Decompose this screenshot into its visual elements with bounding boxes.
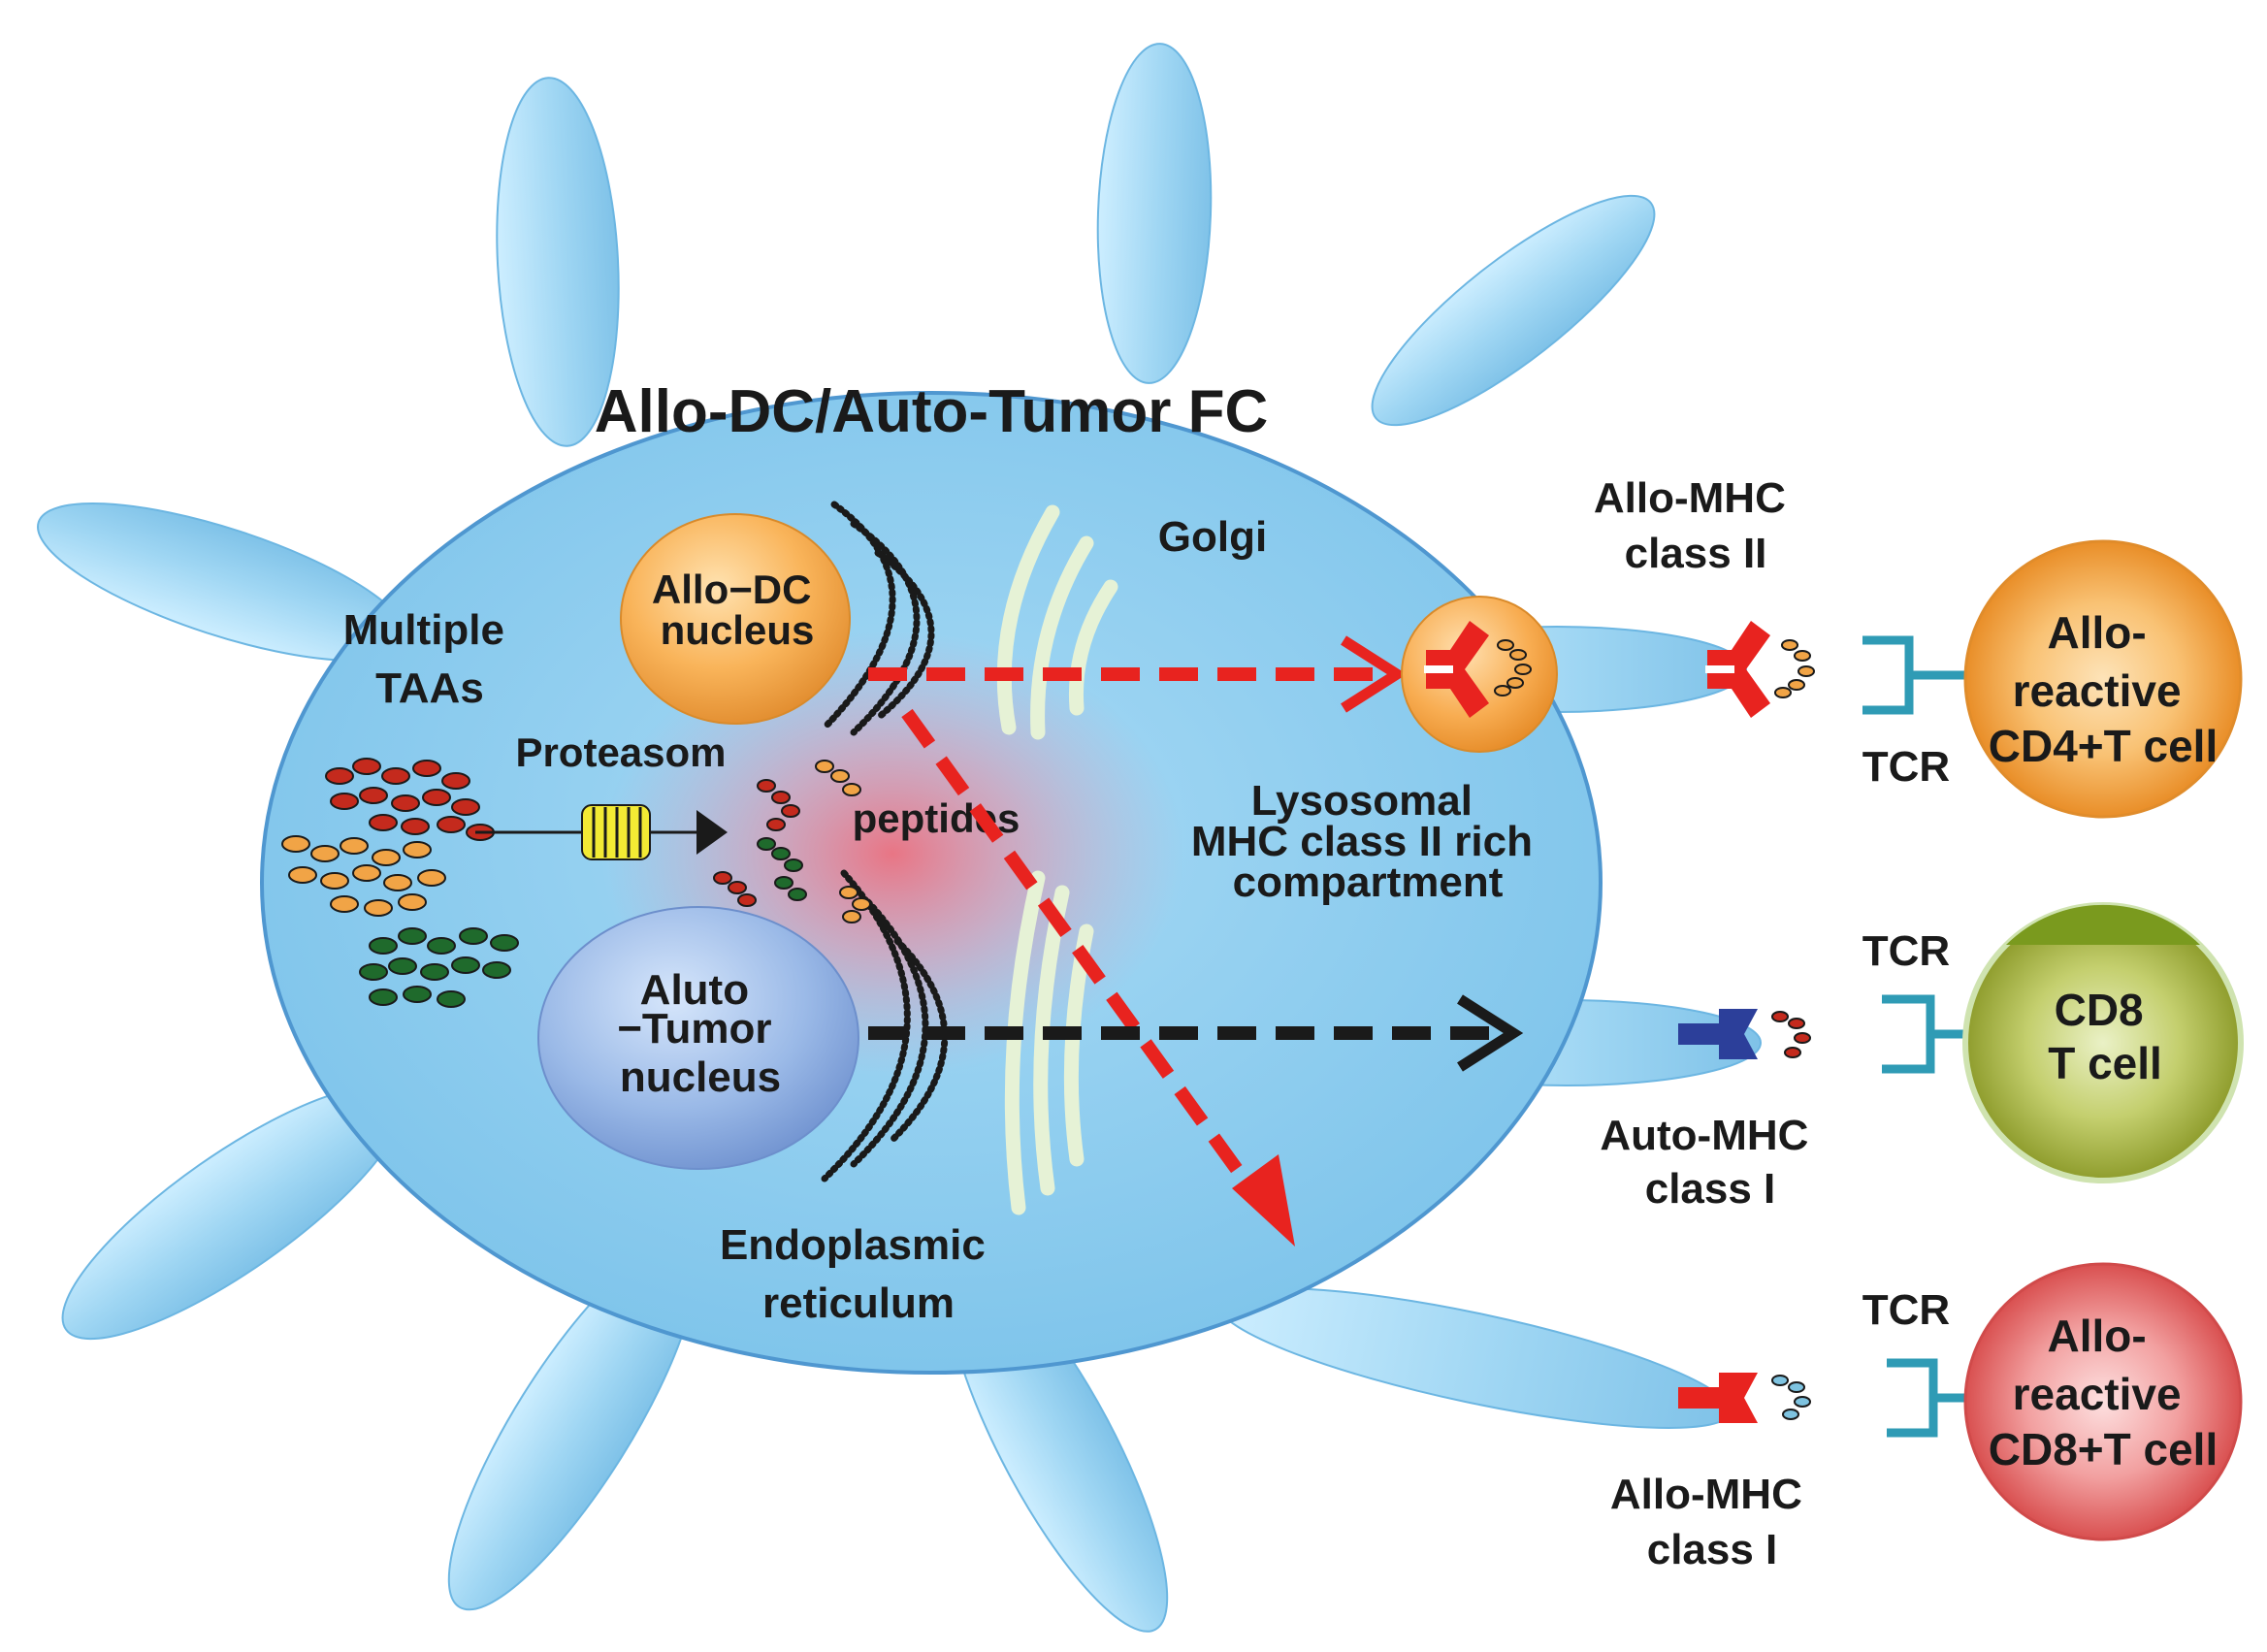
red-arrow-to-surface-head [1232,1154,1295,1247]
lysosomal-compartment [1401,596,1558,753]
allo-mhc-ii-label: Allo-MHC class II [1594,474,1797,577]
proteasom-label: Proteasom [515,729,726,775]
allo-mhc-i-peptide [1771,1375,1811,1420]
red-arrow-to-surface [901,708,1267,1208]
er-upper [821,501,935,736]
t-cell-cd8: CD8 T cell [1962,902,2244,1183]
golgi-label: Golgi [1158,513,1267,561]
er-label: Endoplasmic reticulum [720,1221,997,1327]
tcr-cd8-label: TCR [1862,927,1950,975]
allo-mhc-i-label: Allo-MHC class I [1610,1471,1814,1573]
auto-tumor-nucleus [537,906,859,1170]
proteasome-icon [581,804,651,860]
tcr-cd4-label: TCR [1862,743,1950,791]
auto-mhc-i-label: Auto-MHC class I [1600,1112,1820,1213]
svg-text:Allo- reactive CD8: Allo- reactive CD8+T cell [1989,1311,2218,1474]
golgi-upper [996,504,1118,740]
svg-text:CD8 T cell: CD8 T cell [2048,985,2162,1088]
auto-tumor-nucleus-label: Aluto −Tumor nucleus [617,966,784,1101]
lysosome-mhc-ii-icon [1424,621,1489,718]
taa-orange-cluster [281,835,446,917]
allo-dc-nucleus [620,513,851,725]
process-top-left [496,77,620,447]
t-cell-cd4: Allo- reactive CD4+T cell [1963,539,2243,819]
allo-mhc-i-molecule [1678,1373,1758,1423]
auto-mhc-i-peptide [1771,1011,1811,1058]
process-upper-right [1371,194,1656,427]
allo-dc-nucleus-label: Allo−DC nucleus [652,567,823,653]
peptide-fragments [713,760,871,923]
lysosomal-label: Lysosomal MHC class II rich compartment [1191,777,1544,906]
diagram-title: Allo-DC/Auto-Tumor FC [595,378,1268,445]
process-top-right [1096,43,1213,384]
tcr-cd4 [1862,635,1969,715]
tcr-cd8allo-label: TCR [1862,1286,1950,1334]
lysosome-peptide [1494,639,1532,696]
proteasome-arrow-head [696,810,728,855]
taa-green-cluster [359,927,519,1008]
auto-mhc-i-molecule [1678,1009,1758,1059]
svg-text:Allo- reactive CD4: Allo- reactive CD4+T cell [1989,607,2218,771]
allo-mhc-ii-molecule [1705,621,1770,718]
multiple-taas-label: Multiple TAAs [343,606,516,712]
allo-mhc-ii-peptide [1774,639,1815,698]
black-arrow-mhc-i-head [1457,994,1524,1072]
red-arrow-to-lysosome-head [1341,635,1408,713]
taa-red-cluster [325,758,495,841]
t-cell-cd8-allo: Allo- reactive CD8+T cell [1963,1262,2243,1541]
